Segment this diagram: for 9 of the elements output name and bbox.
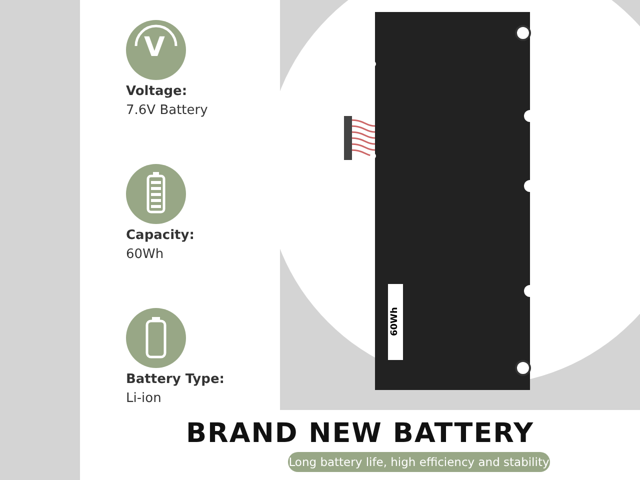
- title: BRAND NEW BATTERY: [184, 418, 536, 449]
- feature-heading: Capacity:: [126, 228, 194, 243]
- caption-pill: Long battery life, high efficiency and stability: [288, 452, 550, 472]
- feature-heading: Voltage:: [126, 84, 188, 99]
- voltage-letter: V: [144, 32, 165, 63]
- feature-heading: Battery Type:: [126, 372, 224, 387]
- feature-value: Li-ion: [126, 391, 162, 406]
- feature-value: 7.6V Battery: [126, 103, 208, 118]
- feature-value: 60Wh: [126, 247, 165, 262]
